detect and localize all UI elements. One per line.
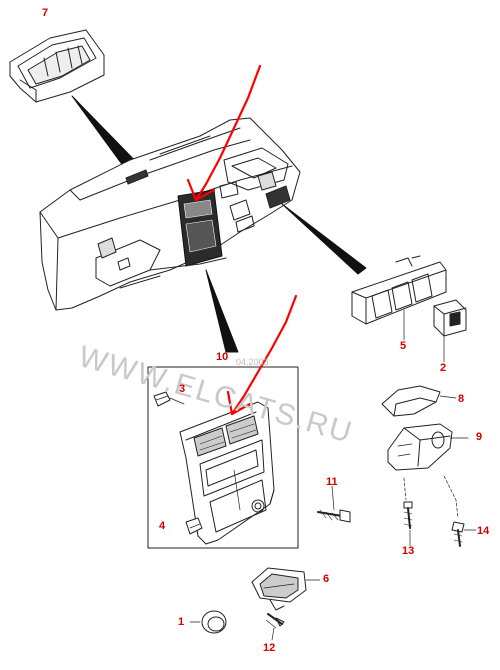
annotation-arrow-bottom [226, 294, 298, 416]
callout-12: 12 [263, 642, 276, 654]
part-7-vent-grille [9, 29, 105, 103]
callout-13: 13 [402, 545, 415, 557]
watermark-date: 04.2003 [236, 357, 269, 367]
callout-11: 11 [326, 476, 338, 488]
dashboard [39, 117, 301, 311]
part-6-bezel [251, 567, 321, 611]
callout-14: 14 [477, 525, 490, 537]
part-9-column-cover [387, 423, 469, 519]
part-2-switch [433, 299, 467, 363]
part-13-screw [403, 501, 413, 547]
callout-7: 7 [42, 7, 49, 19]
callout-6: 6 [323, 573, 330, 585]
part-11-screw [317, 485, 351, 523]
part-5-switch-panel [351, 255, 447, 341]
callout-9: 9 [476, 431, 483, 443]
callout-3: 3 [179, 383, 186, 395]
part-8-cover [381, 385, 457, 417]
annotation-arrow-top [186, 64, 262, 202]
part-10-center-panel [179, 401, 275, 545]
part-14-screw [451, 521, 477, 547]
callout-5: 5 [400, 340, 407, 352]
leader-5 [281, 203, 367, 275]
callout-8: 8 [458, 393, 465, 405]
callout-2: 2 [440, 362, 447, 374]
callout-10: 10 [216, 351, 229, 363]
part-4-clip [185, 517, 203, 535]
part-3-clip [153, 391, 185, 407]
part-1-cap [189, 610, 227, 634]
part-12-screw [265, 613, 285, 641]
leader-10 [205, 269, 239, 353]
callout-4: 4 [159, 520, 166, 532]
part-10-box [147, 366, 299, 549]
callout-1: 1 [178, 616, 185, 628]
